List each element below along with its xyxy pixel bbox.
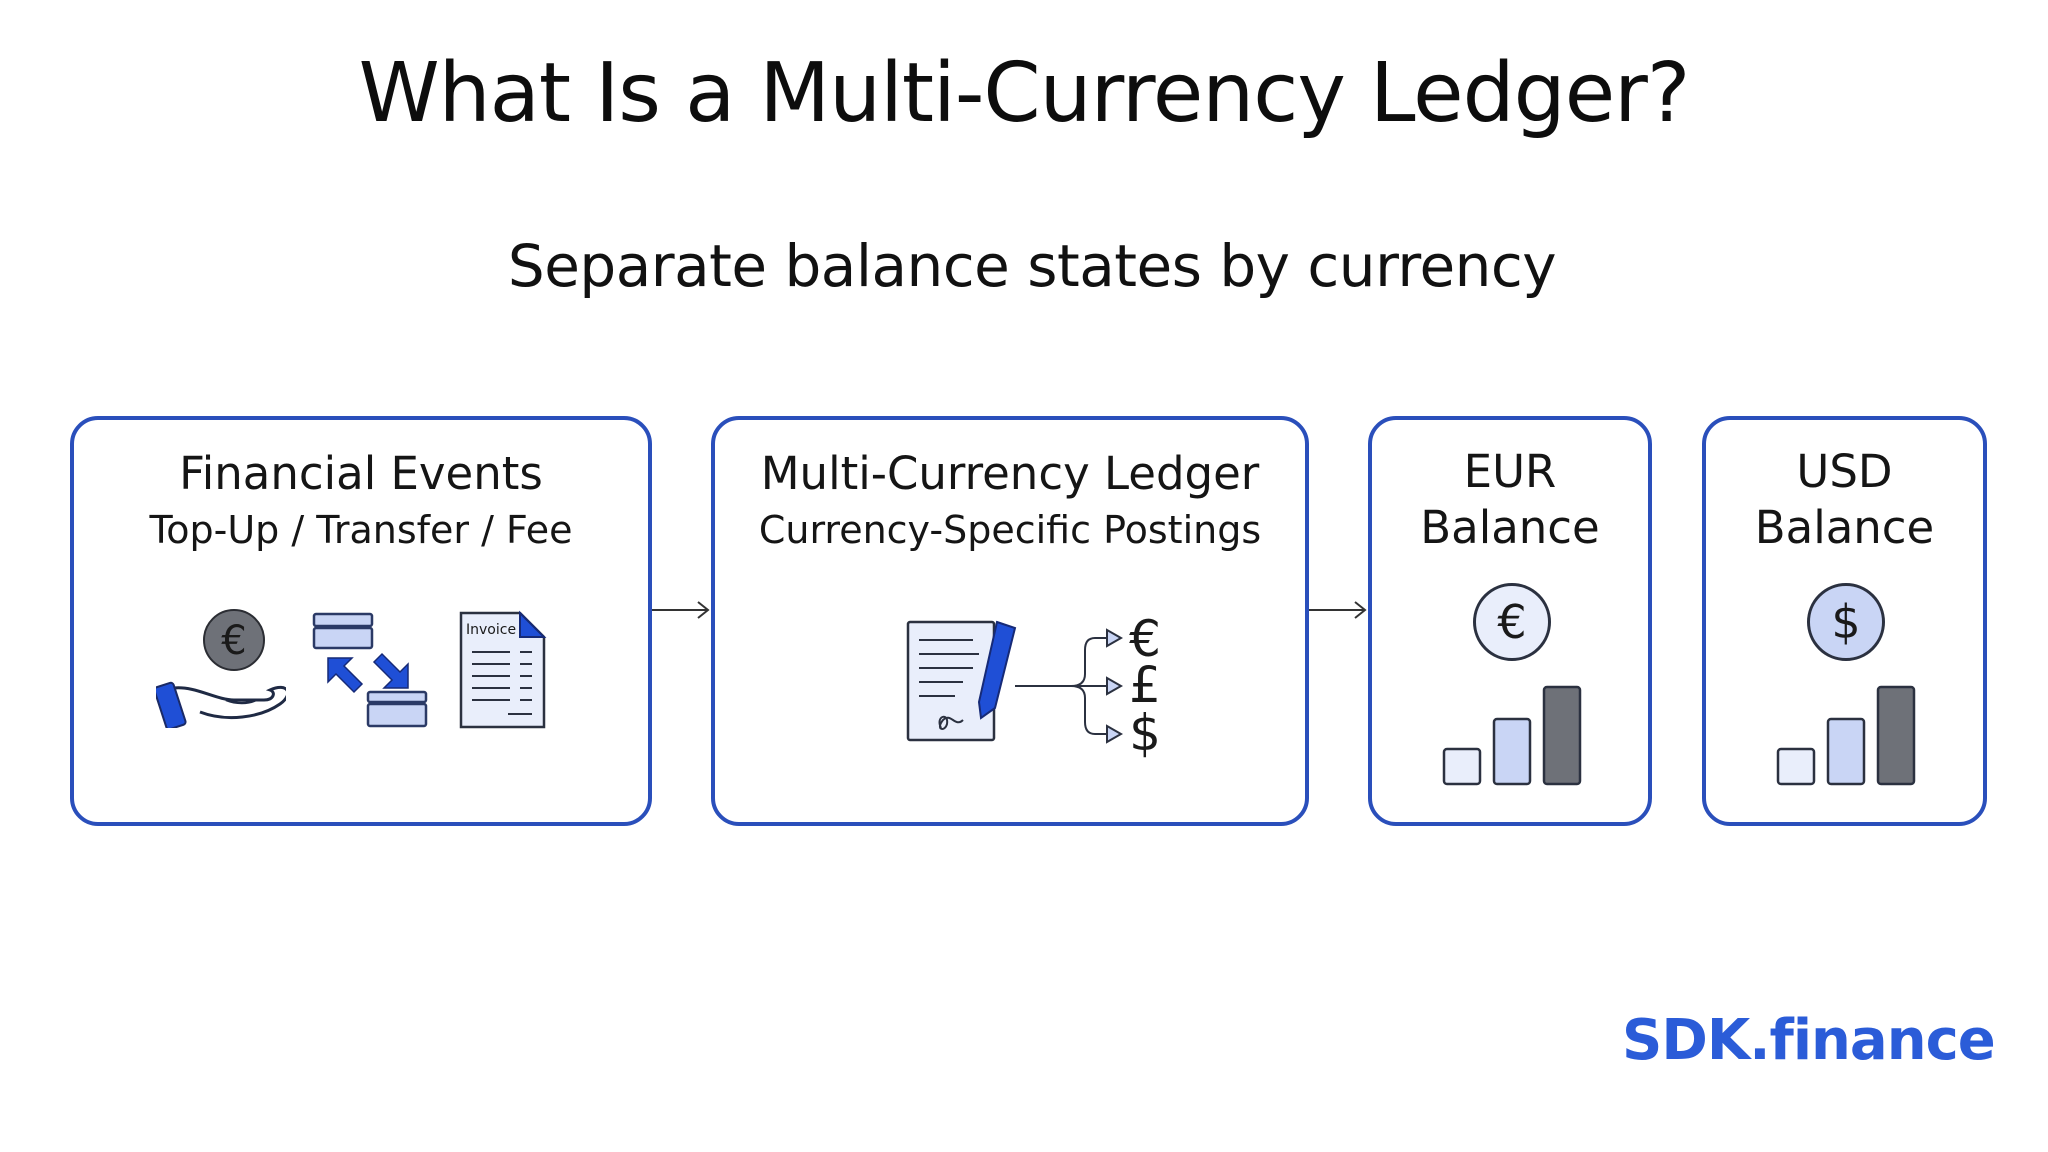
eur-balance-label: Balance — [1420, 501, 1600, 554]
euro-coin-symbol: € — [1497, 595, 1527, 649]
flow-arrow-2 — [1309, 601, 1367, 619]
euro-coin-icon: € — [1473, 583, 1551, 661]
eur-balance-title: EUR — [1463, 445, 1557, 498]
bar-chart-icon — [1776, 685, 1916, 786]
usd-balance-label: Balance — [1754, 501, 1935, 554]
pen-icon — [977, 620, 1017, 720]
slide-subtitle: Separate balance states by currency — [507, 232, 1557, 300]
ledger-card: Multi-Currency Ledger Currency-Specific … — [711, 416, 1309, 826]
ledger-title: Multi-Currency Ledger — [760, 447, 1260, 500]
branch-arrows-icon — [1015, 628, 1124, 744]
svg-text:€: € — [221, 618, 246, 664]
dollar-coin-icon: $ — [1807, 583, 1885, 661]
transfer-cards-icon — [312, 612, 428, 728]
ledger-symbol-euro: € — [1129, 610, 1161, 668]
invoice-document-icon: Invoice — [459, 610, 547, 729]
usd-balance-card: USD Balance $ — [1702, 416, 1987, 826]
slide-title: What Is a Multi-Currency Ledger? — [358, 46, 1691, 141]
financial-events-title: Financial Events — [179, 447, 543, 500]
eur-balance-card: EUR Balance € — [1368, 416, 1652, 826]
financial-events-card: Financial Events Top-Up / Transfer / Fee… — [70, 416, 652, 826]
usd-balance-title: USD — [1796, 445, 1893, 498]
flow-arrow-1 — [652, 601, 710, 619]
signed-document-icon — [906, 620, 1017, 742]
invoice-label: Invoice — [466, 622, 516, 638]
ledger-symbol-dollar: $ — [1129, 704, 1161, 762]
financial-events-subtitle: Top-Up / Transfer / Fee — [149, 508, 573, 552]
brand-logo: SDK.finance — [1622, 1008, 1996, 1073]
ledger-subtitle: Currency-Specific Postings — [758, 508, 1262, 552]
euro-coin-hand-icon: € — [156, 609, 286, 728]
ledger-symbol-pound: £ — [1129, 656, 1161, 714]
dollar-coin-symbol: $ — [1831, 595, 1861, 649]
bar-chart-icon — [1442, 685, 1582, 786]
